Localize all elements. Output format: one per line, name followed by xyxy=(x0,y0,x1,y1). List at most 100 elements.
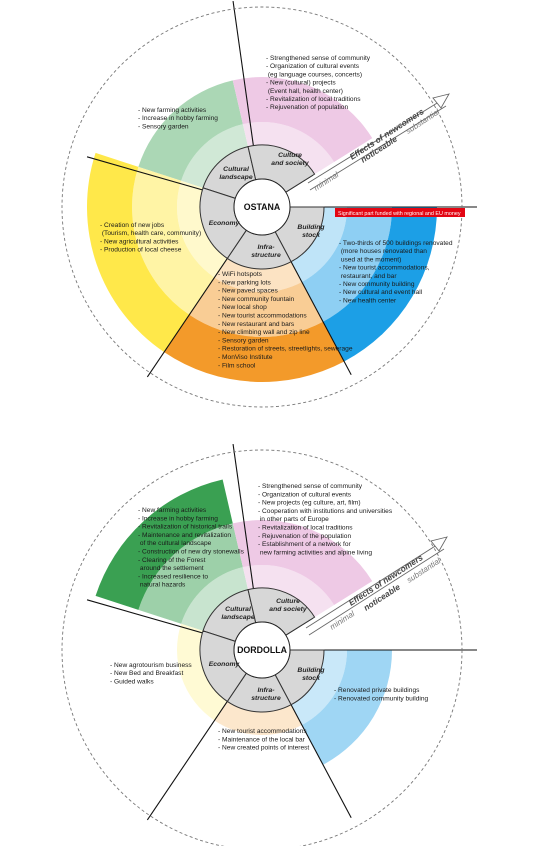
culture-impact-band-2 xyxy=(232,76,373,162)
dordolla-diagram: Effects of newcomers minimal noticeable … xyxy=(61,443,477,846)
dordolla-category-ring xyxy=(199,587,325,713)
list-item: used at the moment) xyxy=(339,256,401,263)
building-effects-list: - Renovated private buildings- Renovated… xyxy=(334,687,429,702)
category-economy-label: Economy xyxy=(209,661,241,668)
list-item: - Two-thirds of 500 buildings renovated xyxy=(339,240,453,247)
list-item: (more houses renovated than xyxy=(339,248,427,255)
list-item: - New health center xyxy=(339,297,397,304)
scale-arrow-head xyxy=(432,93,450,109)
list-item: - Production of local cheese xyxy=(100,247,182,254)
list-item: - Revitalization of local traditions xyxy=(266,96,361,103)
landscape-impact-band-2 xyxy=(138,80,243,181)
list-item: - Creation of new jobs xyxy=(100,222,165,229)
economy-effects-list: - Creation of new jobs (Tourism, health … xyxy=(100,222,201,254)
economy-impact-band-2 xyxy=(132,166,215,315)
list-item: around the settlement xyxy=(138,565,204,572)
list-item: - Guided walks xyxy=(110,678,154,685)
list-item: - Maintenance and revitalization xyxy=(138,532,231,539)
list-item: restaurant, and bar xyxy=(339,273,397,280)
building-impact-band-3 xyxy=(323,207,437,362)
list-item: - New projects (eg culture, art, film) xyxy=(258,500,361,507)
list-item: - New cultural and event hall xyxy=(339,289,423,296)
list-item: - New local shop xyxy=(218,304,267,311)
category-infrastructure-label: Infra-structure xyxy=(251,244,281,259)
dordolla-effect-lists: - Strengthened sense of community- Organ… xyxy=(110,483,429,752)
scale-arrow-line xyxy=(307,99,443,184)
list-item: - Strengthened sense of community xyxy=(266,55,371,62)
list-item: - Sensory garden xyxy=(218,337,269,344)
ostana-center-circle xyxy=(233,178,291,236)
list-item: - Increase in hobby farming xyxy=(138,115,218,122)
list-item: - Increase in hobby farming xyxy=(138,515,218,522)
list-item: - New (cultural) projects xyxy=(266,80,336,87)
list-item: - New agricultural activities xyxy=(100,238,179,245)
list-item: - Clearing of the Forest xyxy=(138,557,206,564)
list-item: new farming activities and alpine living xyxy=(258,549,372,556)
list-item: - Organization of cultural events xyxy=(266,63,360,70)
list-item: - New created points of interest xyxy=(218,745,309,752)
list-item: - Renovated private buildings xyxy=(334,687,420,694)
list-item: - New tourist accommodations xyxy=(218,313,307,320)
list-item: - WiFi hotspots xyxy=(218,271,263,278)
ostana-diagram: Effects of newcomers minimal noticeable … xyxy=(61,0,477,408)
landscape-impact-band-2 xyxy=(138,523,243,624)
list-item: - Maintenance of the local bar xyxy=(218,736,306,743)
building-impact-band-2 xyxy=(301,207,392,322)
list-item: - New climbing wall and zip line xyxy=(218,329,310,336)
list-item: - Organization of cultural events xyxy=(258,491,352,498)
list-item: - Renovated community building xyxy=(334,695,429,702)
list-item: - Sensory garden xyxy=(138,123,189,130)
scale-arrow-line xyxy=(309,105,447,191)
scale-arrow-line xyxy=(305,542,441,629)
list-item: - New restaurant and bars xyxy=(218,321,295,328)
list-item: - New farming activities xyxy=(138,107,207,114)
economy-effects-list: - New agrotourism business- New Bed and … xyxy=(110,662,192,685)
scale-arrow-line xyxy=(308,548,445,636)
list-item: - Film school xyxy=(218,362,256,369)
list-item: - Increased resilience to xyxy=(138,573,208,580)
list-item: - Rejuvenation of population xyxy=(266,104,348,111)
list-item: - New agrotourism business xyxy=(110,662,192,669)
dordolla-impact-sectors xyxy=(95,479,393,765)
list-item: - MonViso Institute xyxy=(218,354,273,361)
category-infrastructure-label: Infra-structure xyxy=(251,687,281,702)
list-item: in other parts of Europe xyxy=(258,516,329,523)
building-effects-list: - Two-thirds of 500 buildings renovated … xyxy=(339,240,453,304)
list-item: - New community fountain xyxy=(218,296,295,303)
ostana-category-ring xyxy=(199,144,325,270)
list-item: - Cooperation with institutions and univ… xyxy=(258,508,393,515)
ostana-village-name: OSTANA xyxy=(244,202,281,212)
economy-impact-band-3 xyxy=(86,152,190,353)
list-item: - Rejuvenation of the population xyxy=(258,533,351,540)
building-impact-band-2 xyxy=(301,650,393,765)
landscape-effects-list: - New farming activities- Increase in ho… xyxy=(138,507,245,589)
funding-highlight-bar xyxy=(335,208,465,217)
list-item: of the cultural landscape xyxy=(138,540,212,547)
landscape-effects-list: - New farming activities- Increase in ho… xyxy=(138,107,218,130)
list-item: - Revitalization of historical trails xyxy=(138,524,233,531)
list-item: (eg language courses, concerts) xyxy=(266,71,362,78)
list-item: (Tourism, health care, community) xyxy=(100,230,201,237)
ostana-outer-dashed-ring xyxy=(61,6,463,408)
landscape-impact-band-3 xyxy=(95,479,233,610)
list-item: - Construction of new dry stonewalls xyxy=(138,549,245,556)
list-item: - Establishment of a network for xyxy=(258,541,352,548)
scale-level-minimal: minimal xyxy=(312,170,340,193)
culture-effects-list: - Strengthened sense of community- Organ… xyxy=(266,55,371,111)
list-item: - Strengthened sense of community xyxy=(258,483,363,490)
infrastructure-impact-band-2 xyxy=(189,277,324,337)
dordolla-outer-dashed-ring xyxy=(61,449,463,846)
list-item: (Event hall, health center) xyxy=(266,88,343,95)
category-economy-label: Economy xyxy=(209,220,241,227)
dordolla-center-circle xyxy=(233,621,291,679)
infrastructure-effects-list: - New tourist accommodations- Maintenanc… xyxy=(218,728,309,752)
dordolla-village-name: DORDOLLA xyxy=(237,645,287,655)
